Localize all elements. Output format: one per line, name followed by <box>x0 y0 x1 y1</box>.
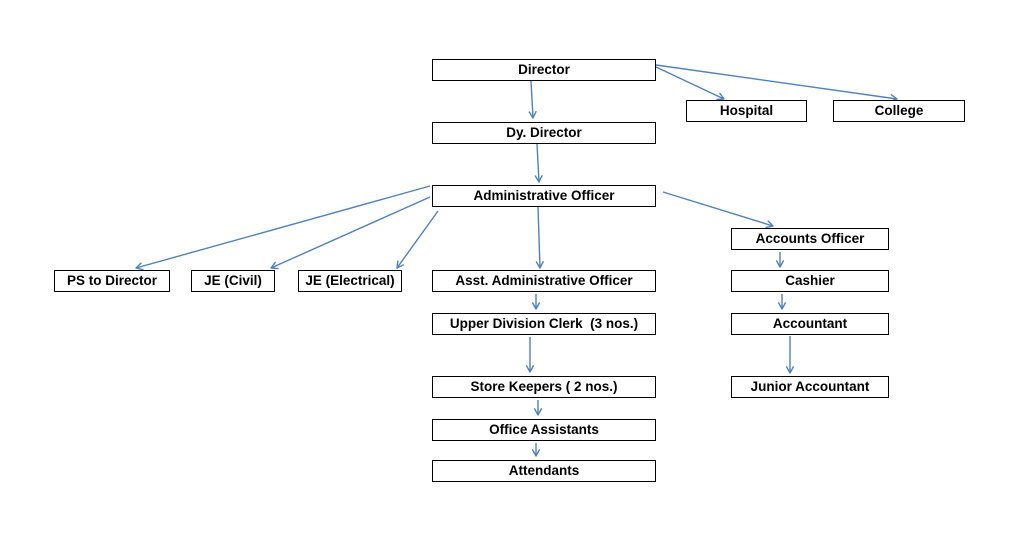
connector-dy-director-to-admin-officer <box>534 143 543 183</box>
arrowhead-icon <box>270 261 279 270</box>
node-junior-accountant: Junior Accountant <box>731 376 889 398</box>
arrowhead-icon <box>533 408 543 416</box>
connector-line <box>135 185 431 269</box>
connector-upper-division-clerk-to-store-keepers <box>525 337 535 373</box>
connector-line <box>662 191 774 227</box>
node-asst-administrative-officer: Asst. Administrative Officer <box>432 270 656 292</box>
arrowhead-icon <box>535 261 544 269</box>
connector-admin-officer-to-accounts-officer <box>662 191 774 229</box>
node-dy-director: Dy. Director <box>432 122 656 144</box>
node-cashier: Cashier <box>731 270 889 292</box>
arrowhead-icon <box>525 365 535 373</box>
connector-accounts-officer-to-cashier <box>775 252 785 268</box>
node-upper-division-clerk: Upper Division Clerk (3 nos.) <box>432 313 656 335</box>
arrowhead-icon <box>777 302 787 310</box>
node-je-civil: JE (Civil) <box>191 270 275 292</box>
node-college: College <box>833 100 965 122</box>
connector-admin-officer-to-ps-to-director <box>135 185 431 271</box>
connector-cashier-to-accountant <box>777 294 787 310</box>
connector-accountant-to-junior-accountant <box>785 336 795 374</box>
node-ps-to-director: PS to Director <box>54 270 170 292</box>
connector-director-to-dy-director <box>528 80 537 119</box>
node-accountant: Accountant <box>731 313 889 335</box>
connector-line <box>655 66 725 100</box>
connector-admin-officer-to-je-civil <box>270 196 431 270</box>
arrowhead-icon <box>534 174 543 183</box>
connector-director-to-college <box>655 64 898 103</box>
connector-office-assistants-to-attendants <box>531 443 541 457</box>
arrowhead-icon <box>785 366 795 374</box>
node-administrative-officer: Administrative Officer <box>432 185 656 207</box>
connector-store-keepers-to-office-assistants <box>533 400 543 416</box>
arrowhead-icon <box>528 110 537 119</box>
connector-line <box>530 80 534 119</box>
arrowhead-icon <box>716 92 725 101</box>
node-director: Director <box>432 59 656 81</box>
node-attendants: Attendants <box>432 460 656 482</box>
node-hospital: Hospital <box>686 100 807 122</box>
arrowhead-icon <box>765 220 774 229</box>
node-store-keepers: Store Keepers ( 2 nos.) <box>432 376 656 398</box>
connector-line <box>270 196 431 269</box>
connector-line <box>396 210 439 269</box>
connector-admin-officer-to-asst-admin-officer <box>535 206 544 269</box>
connector-director-to-hospital <box>655 66 725 101</box>
arrowhead-icon <box>531 302 541 310</box>
connector-line <box>655 64 898 100</box>
connector-admin-officer-to-je-electrical <box>396 210 439 269</box>
arrowhead-icon <box>396 260 405 269</box>
arrowhead-icon <box>531 449 541 457</box>
node-office-assistants: Office Assistants <box>432 419 656 441</box>
connector-asst-admin-officer-to-upper-division-clerk <box>531 294 541 310</box>
arrowhead-icon <box>775 260 785 268</box>
connector-line <box>536 143 540 183</box>
node-accounts-officer: Accounts Officer <box>731 228 889 250</box>
connector-line <box>537 206 541 269</box>
arrowhead-icon <box>135 262 144 271</box>
node-je-electrical: JE (Electrical) <box>298 270 402 292</box>
